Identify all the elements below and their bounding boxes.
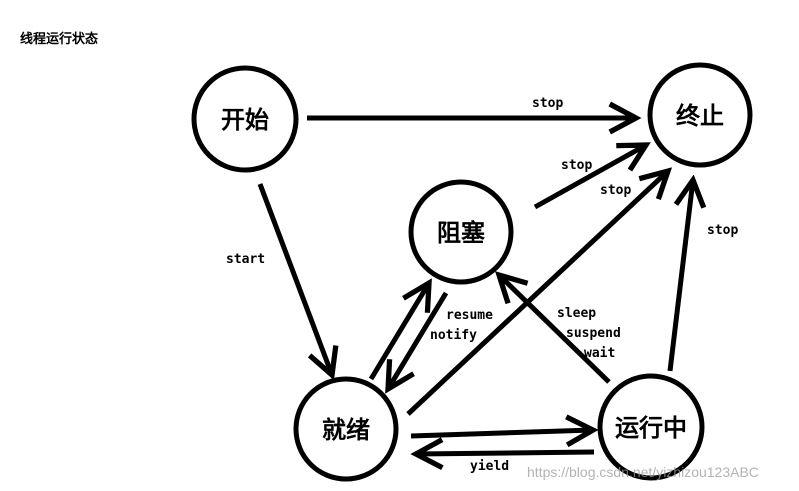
arrow-ready-to-running: [410, 430, 593, 436]
node-start: 开始: [191, 65, 299, 173]
label-start-to-ready: start: [226, 252, 265, 267]
arrow-running-to-ready: [416, 452, 595, 454]
label-blocked-to-terminate: stop: [561, 158, 592, 173]
label-sleep: sleep: [557, 306, 596, 321]
label-yield: yield: [470, 459, 509, 474]
node-start-label: 开始: [221, 106, 269, 134]
arrow-start-to-ready: [257, 183, 332, 375]
arrow-ready-to-blocked: [368, 283, 429, 381]
arrow-blocked-to-terminate: [533, 145, 646, 210]
label-wait: wait: [584, 346, 615, 361]
label-start-to-terminate: stop: [532, 96, 563, 111]
node-ready-label: 就绪: [322, 416, 370, 444]
label-ready-to-terminate: stop: [600, 183, 631, 198]
label-running-to-terminate: stop: [707, 223, 738, 238]
node-running: 运行中: [597, 373, 705, 481]
node-terminate: 终止: [647, 62, 753, 168]
node-running-label: 运行中: [615, 414, 687, 442]
node-blocked: 阻塞: [408, 179, 514, 285]
label-suspend: suspend: [566, 326, 621, 341]
node-blocked-label: 阻塞: [437, 219, 485, 247]
diagram-title: 线程运行状态: [20, 31, 98, 47]
node-ready: 就绪: [293, 376, 399, 482]
arrow-ready-to-terminate: [406, 171, 668, 416]
watermark-text: https://blog.csdn.net/yizhizou123ABC: [527, 464, 759, 480]
arrow-running-to-terminate: [667, 180, 693, 372]
label-notify: notify: [430, 328, 477, 343]
arrow-blocked-to-ready: [388, 291, 449, 389]
label-resume: resume: [446, 308, 493, 323]
node-terminate-label: 终止: [676, 102, 724, 130]
arrow-running-to-blocked: [499, 275, 611, 384]
